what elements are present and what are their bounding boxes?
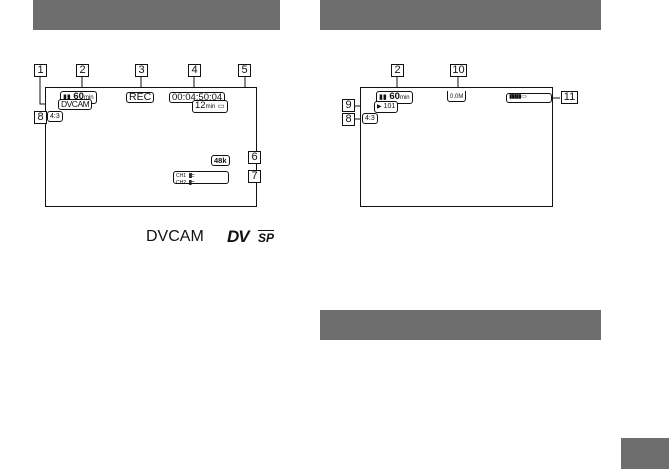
battery-unit: min [83,95,94,101]
memory-quality-indicator: 0.0M [447,91,467,102]
dv-logo: DV [227,227,250,246]
callout-11: 11 [561,91,578,104]
tape-remaining-value: 12 [195,100,206,111]
callout-8-left: 8 [34,111,47,124]
memory-quality-value: 0.0M [450,94,464,100]
dvcam-format-text: DVCAM [146,228,204,245]
lower-section-header-bar [320,310,601,340]
left-section-header-bar [33,0,280,30]
ch2-meter-icon: ||||||||::::::: [188,180,195,186]
battery-icon-right: ▮▮ [379,94,387,101]
callout-8-right: 8 [342,113,355,126]
callout-2: 2 [76,64,89,77]
cassette-icon: ▭ [217,103,225,110]
battery-unit-right: min [399,95,410,101]
battery-minutes: 60 [73,91,84,102]
sp-logo: SP [258,231,275,245]
play-icon: ▶ [377,104,382,110]
callout-4: 4 [188,64,201,77]
callout-10: 10 [450,64,467,77]
folder-number: 101 [383,103,396,110]
aspect-ratio-indicator-left: 4:3 [47,111,63,122]
aspect-ratio-indicator-right: 4:3 [362,113,378,124]
tape-remaining-indicator: 12min ▭ [192,100,228,113]
recording-format-indicator: DVCAM [58,99,93,110]
memory-folder-indicator: ▶ 101 [374,101,399,113]
right-section-header-bar [320,0,601,30]
battery-icon: ▮▮ [63,94,71,101]
callout-1: 1 [34,64,47,77]
callout-6: 6 [248,151,261,164]
callout-5: 5 [238,64,251,77]
tape-remaining-unit: min [205,104,216,110]
page-index-tab [621,438,669,469]
callout-3: 3 [135,64,148,77]
battery-minutes-right: 60 [389,91,400,102]
lcd-screen-right [360,87,553,207]
audio-level-meter: CH1 |||||||||:::::: CH2 ||||||||::::::: [173,171,229,186]
memory-remaining-bar-icon: ▮▮▮▮▮ ▭ [506,93,552,103]
ch1-meter-icon: |||||||||:::::: [188,173,195,179]
callout-7: 7 [248,170,261,183]
ch1-label: CH1 [176,173,187,179]
callout-9: 9 [342,99,355,112]
ch2-label: CH2 [176,180,187,186]
callout-2-right: 2 [391,64,404,77]
rec-indicator: REC [126,92,155,103]
audio-mode-indicator: 48k [211,155,230,166]
